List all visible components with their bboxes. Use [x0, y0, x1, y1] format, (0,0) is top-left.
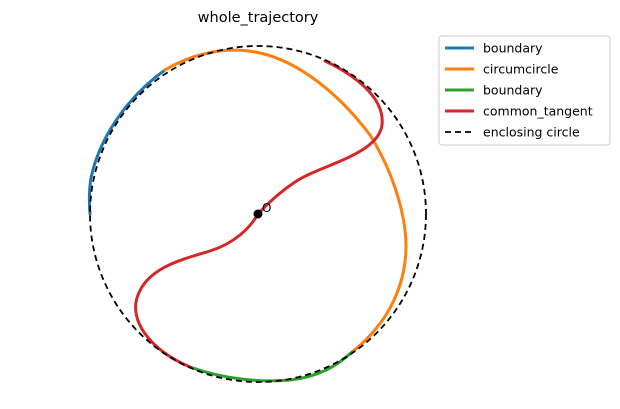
legend-label-circumcircle: circumcircle [483, 62, 559, 77]
legend-label-boundary-blue: boundary [483, 41, 543, 56]
legend-label-boundary-green: boundary [483, 83, 543, 98]
green-boundary-arc [188, 350, 354, 383]
plot-title: whole_trajectory [198, 10, 319, 26]
legend-frame [438, 35, 611, 146]
trajectory-plot: O [87, 45, 427, 383]
center-point [253, 209, 263, 219]
legend-label-common-tangent: common_tangent [483, 104, 593, 119]
orange-circumcircle-curve [163, 48, 408, 354]
legend-label-enclosing-circle: enclosing circle [483, 125, 580, 140]
center-label: O [262, 201, 271, 215]
legend: boundary circumcircle boundary common_ta… [438, 35, 611, 146]
blue-boundary-arc [87, 68, 167, 216]
enclosing-circle [89, 45, 427, 383]
